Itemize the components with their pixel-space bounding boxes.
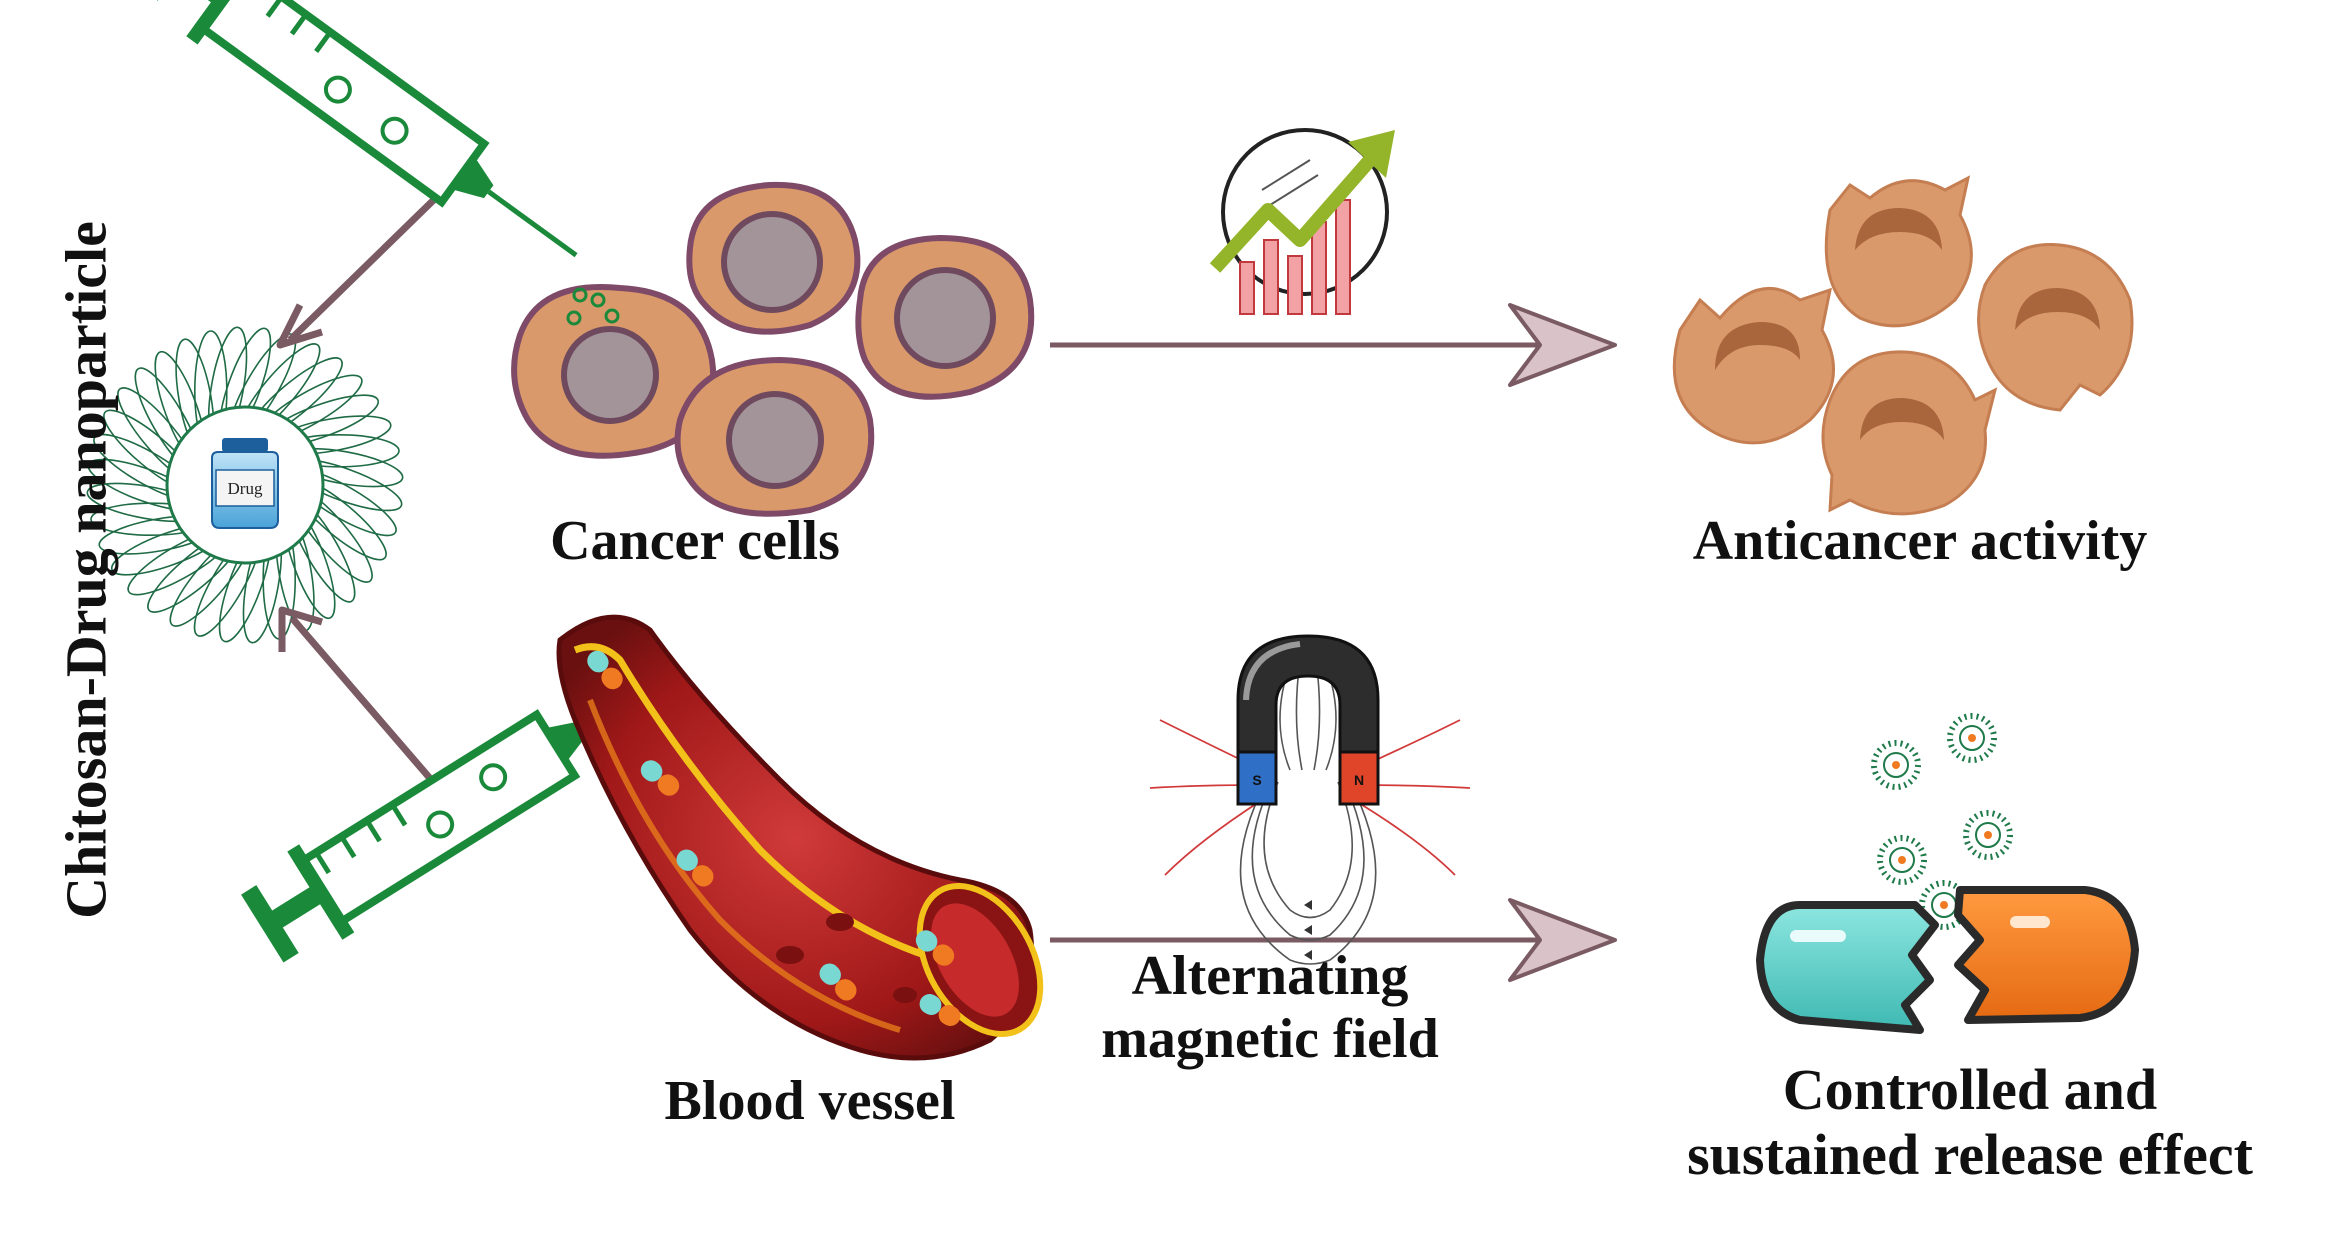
growth-chart-icon (1209, 128, 1395, 315)
release-line2: sustained release effect (1687, 1121, 2253, 1187)
mini-nanoparticle-icon (1877, 835, 1927, 885)
cancer-cell (686, 181, 861, 335)
syringe-top-icon (143, 0, 578, 258)
vessel-capsules (587, 650, 961, 1026)
blood-vessel-label: Blood vessel (664, 1070, 956, 1132)
chitosan-drug-nanoparticle: Drug (86, 326, 404, 644)
cancer-cell (855, 234, 1035, 400)
nanoparticle-dots (566, 287, 620, 326)
anticancer-activity-label: Anticancer activity (1692, 510, 2148, 572)
damaged-cell (1824, 175, 1973, 328)
mini-nanoparticle-icon (1963, 810, 2013, 860)
mini-nanoparticle-icon (1871, 740, 1921, 790)
drug-label: Drug (228, 479, 263, 498)
arrow-to-anticancer (1050, 303, 1617, 387)
nanoparticle-vertical-title: Chitosan-Drug nanoparticle (53, 221, 119, 919)
open-capsule-icon (1756, 886, 2139, 1034)
cancer-cells-cluster (511, 181, 1035, 517)
magnet-field-icon: S N (1149, 634, 1471, 965)
controlled-release-label: Controlled and sustained release effect (1620, 1057, 2320, 1188)
cancer-cells-label: Cancer cells (550, 510, 840, 572)
cancer-cell (674, 356, 875, 517)
mini-nanoparticle-icon (1947, 713, 1997, 763)
damaged-cells-cluster (1672, 175, 2134, 516)
alternating-magnetic-field-label: Alternating magnetic field (1060, 945, 1480, 1070)
alternating-line2: magnetic field (1101, 1007, 1439, 1070)
alternating-line1: Alternating (1131, 945, 1409, 1007)
release-line1: Controlled and (1782, 1057, 2158, 1122)
damaged-cell (1672, 286, 1835, 445)
syringe-to-nanoparticle-arrows (276, 183, 451, 793)
blood-vessel-illustration (556, 614, 1044, 1061)
drug-bottle-icon: Drug (211, 438, 279, 529)
magnet-south-label: S (1252, 772, 1261, 788)
damaged-cell (1821, 350, 1998, 516)
damaged-cell (1977, 243, 2134, 412)
released-nanoparticles (1871, 713, 2013, 930)
syringe-bottom-icon (241, 684, 651, 963)
magnet-north-label: N (1354, 772, 1364, 788)
